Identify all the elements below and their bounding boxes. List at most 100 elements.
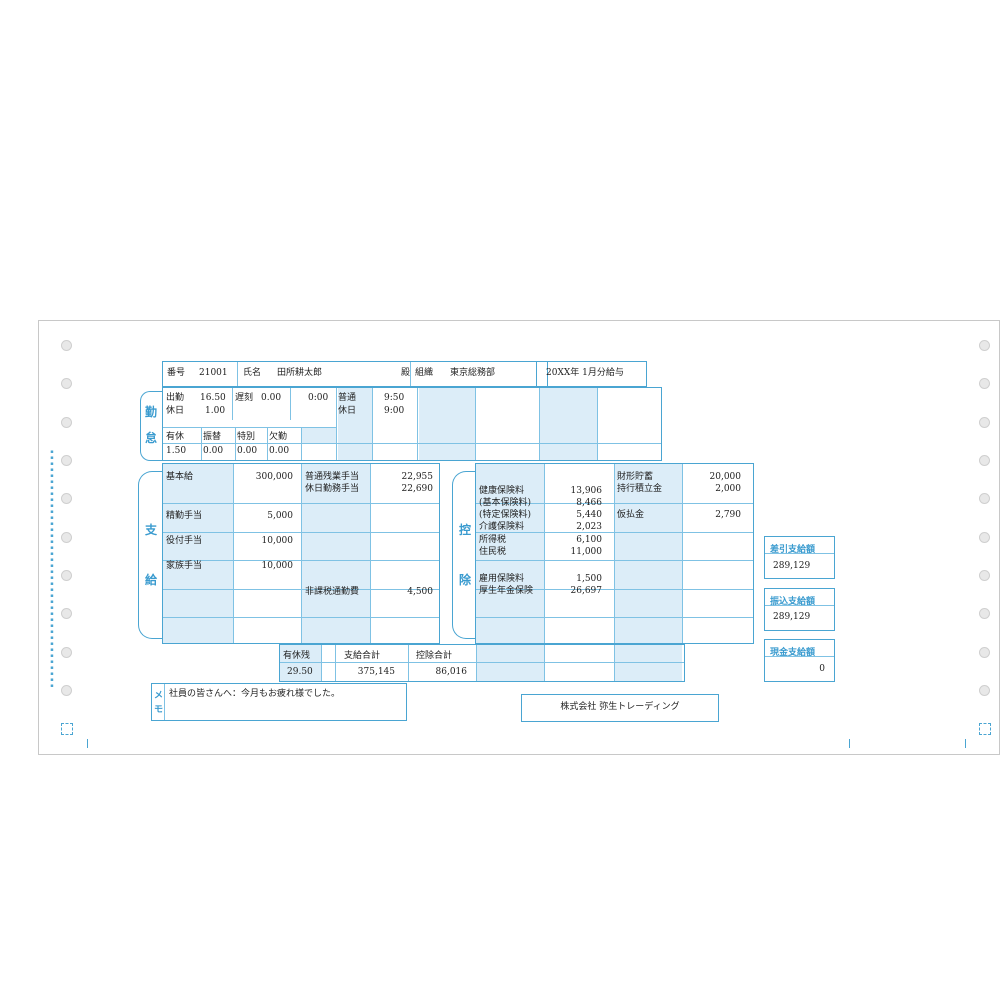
pay-total-value: 375,145: [357, 667, 395, 677]
name-label: 氏名: [243, 368, 262, 378]
attendance-value: 9:50: [384, 393, 405, 403]
payment-label: 非課税通勤費: [305, 587, 360, 597]
deduction-label: 財形貯蓄: [617, 472, 654, 482]
divider: [232, 388, 233, 420]
feed-hole: [61, 493, 72, 504]
memo-text: 社員の皆さんへ：今月もお疲れ様でした。: [169, 689, 341, 699]
deductions-label-2: 除: [459, 573, 472, 587]
deductions-label-1: 控: [459, 523, 472, 537]
period-box: [536, 361, 647, 387]
corner-mark: [979, 723, 991, 735]
company-name: 株式会社 弥生トレーディング: [560, 702, 680, 712]
cash-pay-label: 現金支給額: [770, 648, 816, 658]
divider: [237, 362, 238, 386]
payment-label: 役付手当: [166, 536, 203, 546]
tick-mark: [849, 739, 850, 748]
attendance-label: 欠勤: [269, 432, 288, 442]
divider: [410, 362, 411, 386]
payment-label: 休日勤務手当: [305, 484, 360, 494]
divider: [475, 388, 476, 460]
attendance-value: 0.00: [237, 446, 258, 456]
feed-hole: [979, 532, 990, 543]
deduction-value: 26,697: [570, 586, 603, 596]
net-pay-box: [764, 536, 835, 579]
deduction-value: 6,100: [576, 535, 602, 545]
deduction-label: 所得税: [479, 535, 507, 545]
payment-value: 22,955: [401, 472, 434, 482]
deduction-value: 8,466: [576, 498, 602, 508]
number-label: 番号: [167, 368, 186, 378]
attendance-value: 0.00: [261, 393, 282, 403]
divider: [163, 589, 439, 590]
deduction-label: 持行積立金: [617, 484, 663, 494]
payment-label: 家族手当: [166, 561, 203, 571]
payment-label: 普通残業手当: [305, 472, 360, 482]
divider: [476, 532, 753, 533]
honorific: 殿: [401, 368, 411, 378]
transfer-pay-box: [764, 588, 835, 631]
deduction-label: 介護保険料: [479, 522, 525, 532]
divider: [370, 464, 371, 643]
deduction-label: 厚生年金保険: [479, 586, 534, 596]
feed-hole: [979, 570, 990, 581]
payments-label-2: 給: [145, 573, 158, 587]
shade: [476, 645, 544, 681]
feed-hole: [979, 608, 990, 619]
divider: [614, 645, 615, 681]
divider: [544, 464, 545, 643]
divider: [280, 662, 684, 663]
cash-pay-value: 0: [819, 664, 825, 674]
shade: [614, 645, 682, 681]
payments-box: [162, 463, 440, 644]
attendance-value: 0.00: [269, 446, 290, 456]
attendance-label: 遅刻: [235, 393, 254, 403]
deduction-value: 2,000: [715, 484, 741, 494]
deduction-label: 雇用保険料: [479, 574, 525, 584]
shade: [338, 388, 372, 460]
net-pay-label: 差引支給額: [770, 545, 816, 555]
divider: [765, 553, 834, 554]
attendance-box: [162, 387, 662, 461]
attendance-label-1: 勤: [145, 405, 158, 419]
divider: [417, 388, 418, 460]
divider: [476, 617, 753, 618]
shade: [614, 464, 682, 643]
feed-hole: [61, 378, 72, 389]
cash-pay-box: [764, 639, 835, 682]
attendance-label: 休日: [166, 406, 185, 416]
divider: [163, 443, 661, 444]
attendance-label: 休日: [338, 406, 357, 416]
deduction-total-label: 控除合計: [416, 651, 453, 661]
transfer-pay-label: 振込支給額: [770, 597, 816, 607]
deduction-label: 健康保険料: [479, 486, 525, 496]
payment-value: 10,000: [261, 536, 294, 546]
shade: [301, 427, 336, 443]
divider: [597, 388, 598, 460]
feed-hole: [61, 340, 72, 351]
divider: [163, 427, 336, 428]
divider: [408, 645, 409, 681]
shade: [280, 645, 321, 681]
divider: [682, 464, 683, 643]
deduction-value: 13,906: [570, 486, 603, 496]
divider: [163, 503, 439, 504]
corner-mark: [61, 723, 73, 735]
payments-label-1: 支: [145, 523, 158, 537]
payment-value: 22,690: [401, 484, 434, 494]
feed-hole: [979, 647, 990, 658]
deduction-value: 2,023: [576, 522, 602, 532]
company-box: [521, 694, 719, 722]
feed-hole: [979, 378, 990, 389]
attendance-value: 1.00: [205, 406, 226, 416]
divider: [476, 503, 753, 504]
totals-box: [279, 644, 685, 682]
pay-period: 20XX年 1月分給与: [546, 368, 624, 378]
divider: [233, 464, 234, 643]
feed-hole: [979, 685, 990, 696]
divider: [335, 645, 336, 681]
deductions-side-tab: [452, 471, 476, 639]
attendance-value: 1.50: [166, 446, 187, 456]
payment-label: 基本給: [166, 472, 194, 482]
feed-hole: [61, 570, 72, 581]
form-print-code: ▪▪▪▪▪▪▪▪▪▪▪▪▪▪▪▪▪▪▪▪▪▪▪▪▪▪▪▪▪▪▪▪▪▪▪▪▪▪▪▪: [49, 449, 55, 689]
